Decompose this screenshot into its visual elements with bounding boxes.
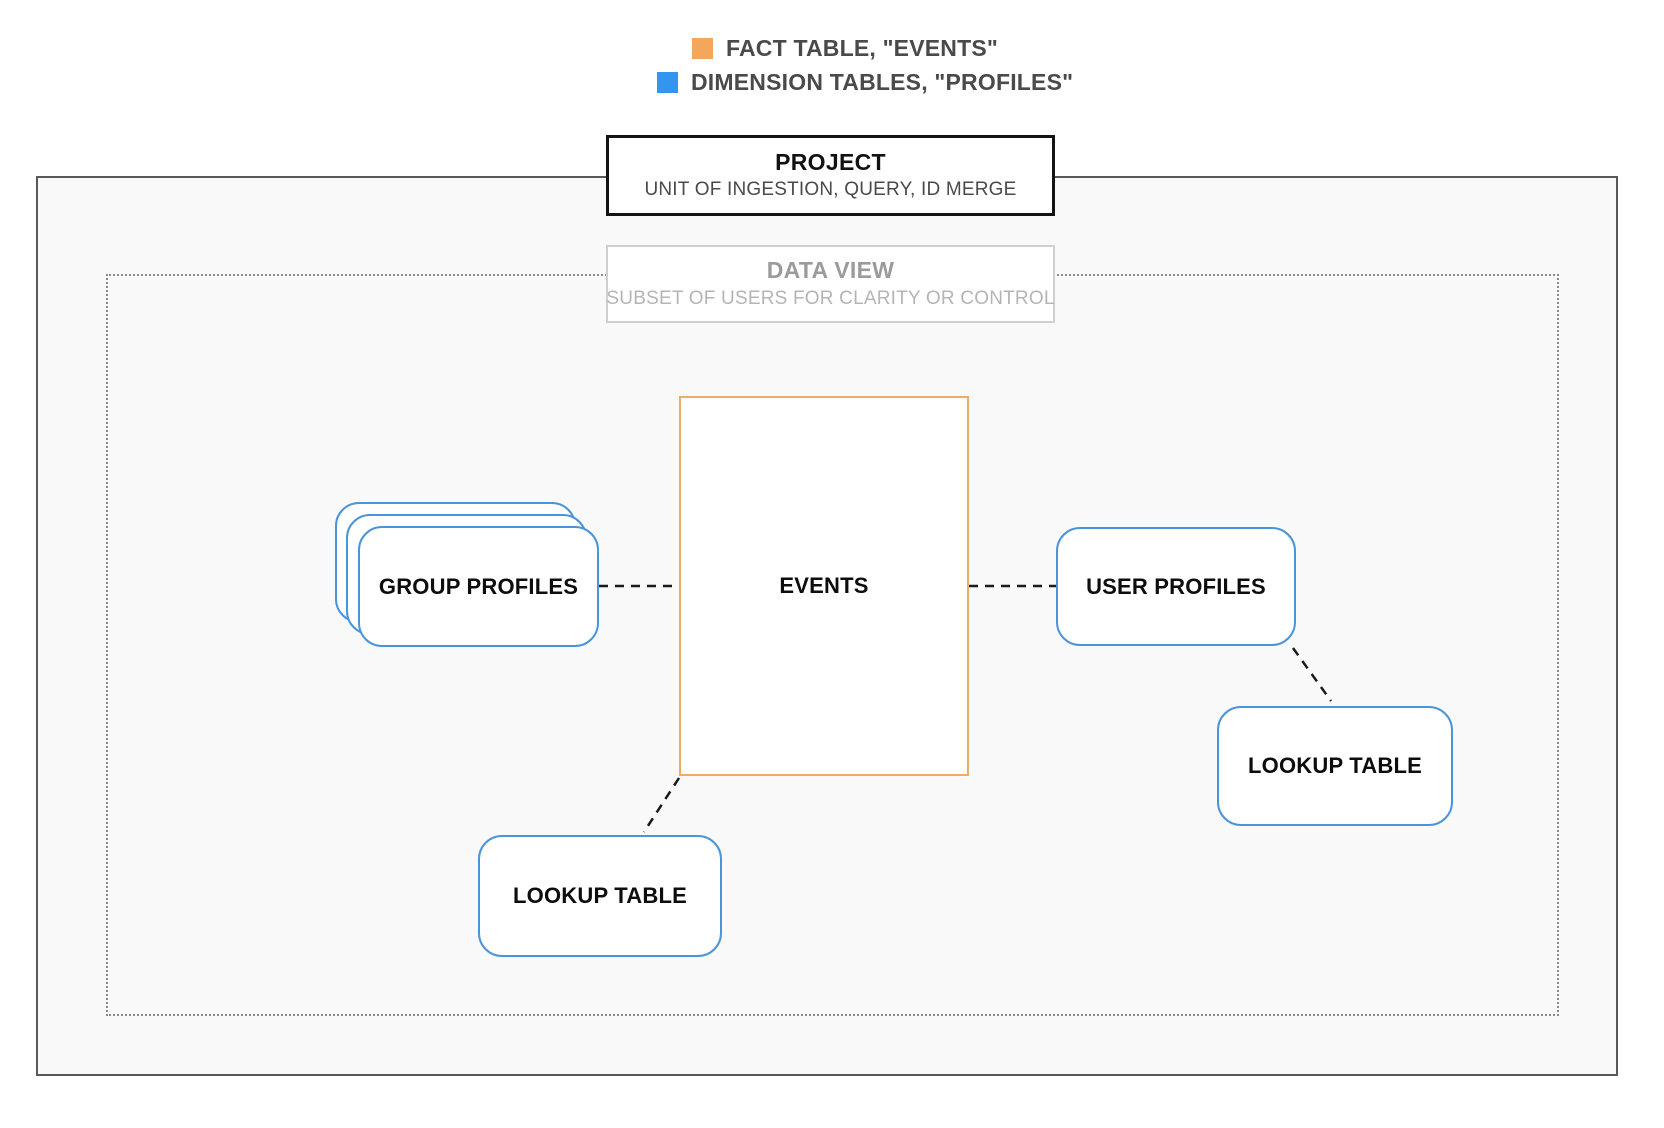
group-profiles-label: GROUP PROFILES bbox=[378, 573, 579, 599]
lookup-table-right-label: LOOKUP TABLE bbox=[1248, 753, 1422, 778]
user-profiles-node: USER PROFILES bbox=[1056, 527, 1296, 646]
lookup-table-bottom-label: LOOKUP TABLE bbox=[513, 883, 687, 908]
group-profiles-node: GROUP PROFILES bbox=[358, 526, 599, 647]
legend-label-dimension-tables: DIMENSION TABLES, "PROFILES" bbox=[691, 68, 1074, 95]
data-view-title: DATA VIEW bbox=[766, 257, 895, 284]
events-node: EVENTS bbox=[679, 396, 969, 776]
dimension-swatch-icon bbox=[657, 71, 678, 93]
legend-item-dimension-tables: DIMENSION TABLES, "PROFILES" bbox=[657, 68, 1074, 95]
legend-label-fact-table: FACT TABLE, "EVENTS" bbox=[726, 34, 999, 61]
data-view-header-box: DATA VIEW SUBSET OF USERS FOR CLARITY OR… bbox=[606, 245, 1055, 323]
user-profiles-label: USER PROFILES bbox=[1086, 573, 1266, 599]
project-header-box: PROJECT UNIT OF INGESTION, QUERY, ID MER… bbox=[606, 135, 1055, 216]
project-subtitle: UNIT OF INGESTION, QUERY, ID MERGE bbox=[644, 179, 1017, 201]
data-view-subtitle: SUBSET OF USERS FOR CLARITY OR CONTROL bbox=[606, 287, 1055, 309]
events-label: EVENTS bbox=[779, 573, 869, 598]
lookup-table-right-node: LOOKUP TABLE bbox=[1217, 706, 1453, 826]
fact-swatch-icon bbox=[692, 37, 713, 59]
project-title: PROJECT bbox=[775, 148, 886, 175]
legend-item-fact-table: FACT TABLE, "EVENTS" bbox=[692, 34, 999, 61]
lookup-table-bottom-node: LOOKUP TABLE bbox=[478, 835, 722, 957]
